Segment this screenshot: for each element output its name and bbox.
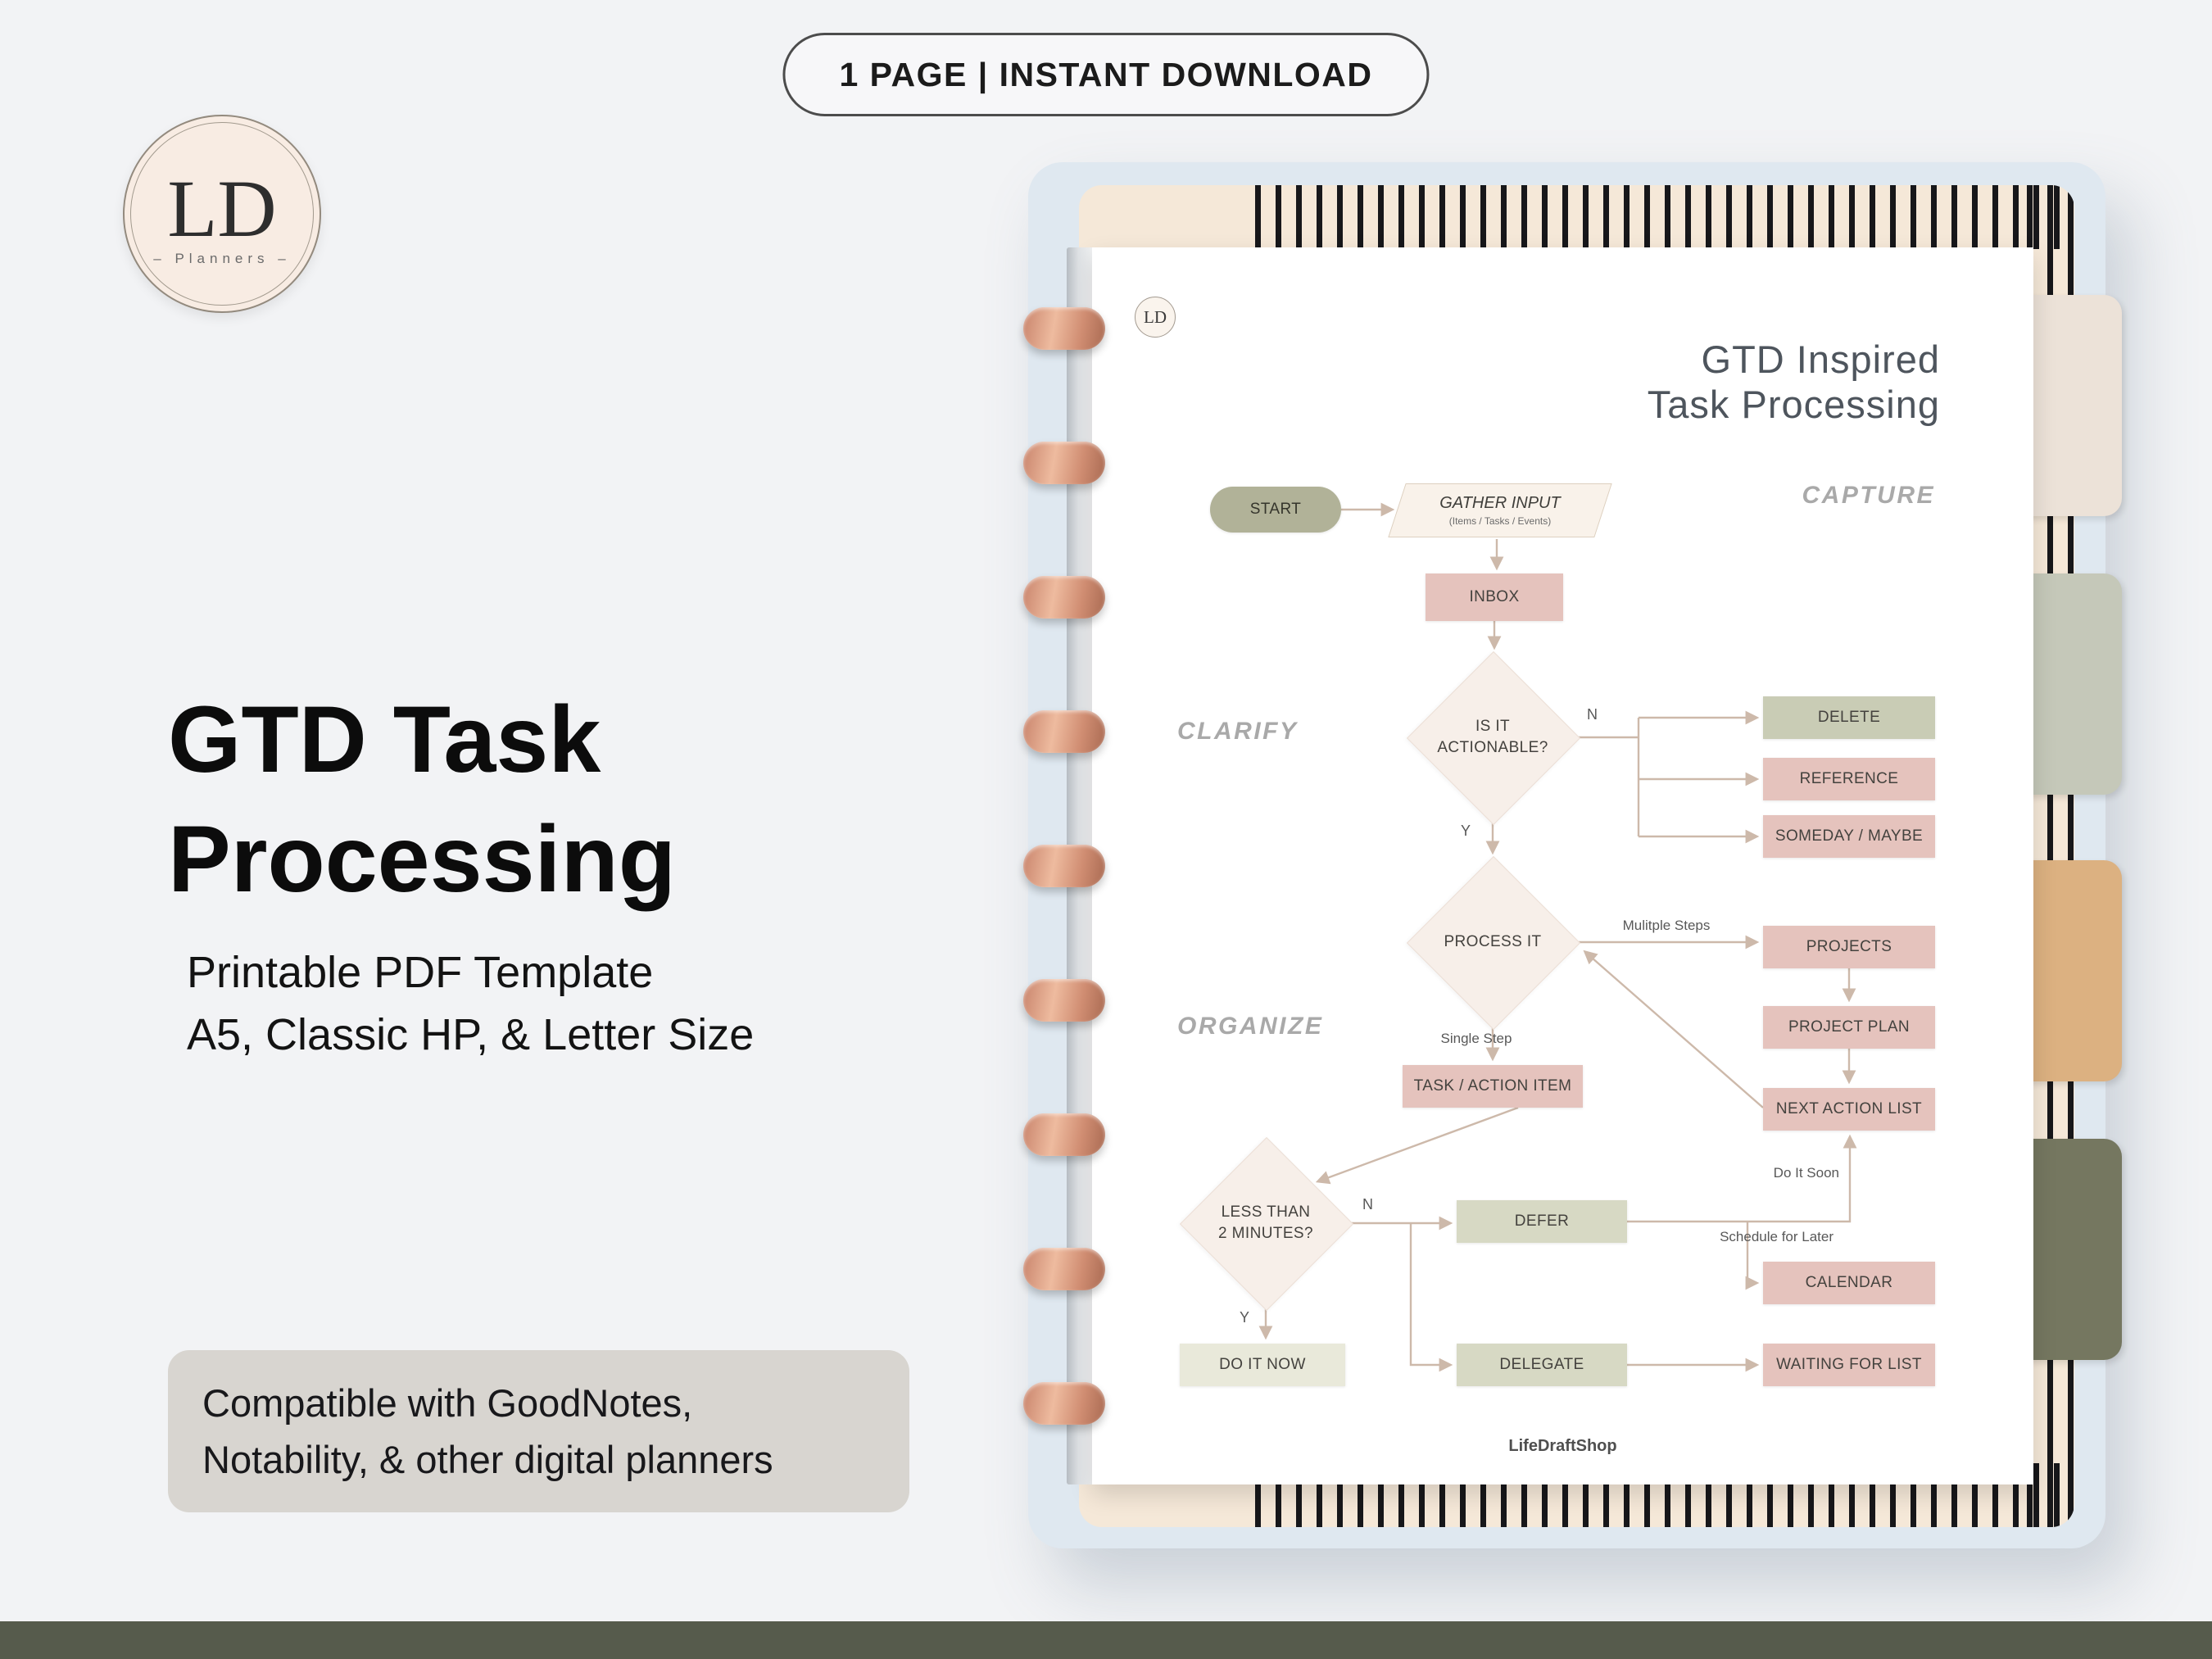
- node-is-it-actionable: IS IT ACTIONABLE?: [1406, 650, 1581, 826]
- binder-disc: [1023, 442, 1105, 484]
- binder-disc: [1023, 845, 1105, 887]
- binder-disc: [1023, 1248, 1105, 1290]
- node-next-action-list: NEXT ACTION LIST: [1763, 1088, 1935, 1131]
- flow-connectors: [1258, 502, 1857, 1372]
- binder-disc: [1023, 307, 1105, 350]
- edge-label-single-step: Single Step: [1440, 1031, 1512, 1046]
- bottom-accent-bar: [0, 1621, 2212, 1659]
- binder-disc: [1023, 710, 1105, 753]
- brand-wordmark: Planners: [153, 251, 290, 267]
- node-do-it-now: DO IT NOW: [1180, 1344, 1345, 1386]
- node-defer: DEFER: [1457, 1200, 1627, 1243]
- page-title-line2: Task Processing: [1647, 382, 1940, 426]
- node-reference: REFERENCE: [1763, 758, 1935, 800]
- node-gather-input: GATHER INPUT (Items / Tasks / Events): [1388, 483, 1612, 537]
- download-badge-label: 1 PAGE | INSTANT DOWNLOAD: [839, 56, 1373, 93]
- node-delete: DELETE: [1763, 696, 1935, 739]
- node-task-action-item: TASK / ACTION ITEM: [1403, 1065, 1583, 1108]
- shop-name: LifeDraftShop: [1508, 1437, 1617, 1455]
- edge-label-actionable-yes: Y: [1461, 823, 1471, 839]
- page-logo: LD: [1135, 297, 1176, 338]
- product-title: GTD Task Processing: [168, 680, 676, 919]
- product-title-line1: GTD Task: [168, 687, 601, 792]
- product-subtitle-line1: Printable PDF Template: [187, 948, 654, 997]
- product-title-line2: Processing: [168, 807, 676, 913]
- gather-input-label: GATHER INPUT: [1439, 494, 1561, 512]
- edge-label-do-it-soon: Do It Soon: [1773, 1165, 1839, 1181]
- node-someday-maybe: SOMEDAY / MAYBE: [1763, 815, 1935, 858]
- compatibility-line1: Compatible with GoodNotes,: [202, 1381, 693, 1425]
- phase-label-organize: ORGANIZE: [1177, 1013, 1324, 1040]
- node-less-than-2-minutes: LESS THAN 2 MINUTES?: [1179, 1136, 1354, 1312]
- edge-label-not-actionable: N: [1587, 706, 1598, 723]
- edge-label-under-two-minutes: Y: [1240, 1309, 1250, 1326]
- planner-mockup: LD GTD Inspired Task Processing CAPTURE …: [1023, 162, 2130, 1548]
- planner-page: LD GTD Inspired Task Processing CAPTURE …: [1092, 247, 2033, 1484]
- node-waiting-for-list: WAITING FOR LIST: [1763, 1344, 1935, 1386]
- edge-label-schedule-for-later: Schedule for Later: [1720, 1229, 1834, 1244]
- phase-label-clarify: CLARIFY: [1177, 718, 1299, 745]
- brand-monogram: LD: [167, 162, 277, 254]
- node-calendar: CALENDAR: [1763, 1262, 1935, 1304]
- binder-disc: [1023, 576, 1105, 619]
- node-inbox: INBOX: [1426, 573, 1563, 621]
- node-start: START: [1210, 487, 1341, 533]
- binder-disc: [1023, 1382, 1105, 1425]
- brand-logo: LD Planners: [123, 115, 321, 313]
- edge-label-multiple-steps: Mulitple Steps: [1622, 918, 1711, 933]
- washi-stripes-top: [1255, 185, 2074, 249]
- gather-input-sublabel: (Items / Tasks / Events): [1448, 515, 1552, 527]
- node-delegate: DELEGATE: [1457, 1344, 1627, 1386]
- page-title-line1: GTD Inspired: [1701, 338, 1940, 381]
- binder-disc: [1023, 979, 1105, 1022]
- two-minutes-line1: LESS THAN: [1221, 1203, 1311, 1222]
- node-project-plan: PROJECT PLAN: [1763, 1006, 1935, 1049]
- compatibility-line2: Notability, & other digital planners: [202, 1438, 773, 1482]
- edge-label-over-two-minutes: N: [1362, 1196, 1373, 1213]
- page-title: GTD Inspired Task Processing: [1648, 338, 1940, 428]
- node-projects: PROJECTS: [1763, 926, 1935, 968]
- process-it-label: PROCESS IT: [1444, 933, 1542, 951]
- actionable-line2: ACTIONABLE?: [1437, 739, 1548, 756]
- phase-label-capture: CAPTURE: [1802, 482, 1935, 509]
- compatibility-note: Compatible with GoodNotes, Notability, &…: [168, 1350, 909, 1513]
- node-process-it: PROCESS IT: [1406, 855, 1581, 1031]
- product-subtitle: Printable PDF Template A5, Classic HP, &…: [187, 942, 754, 1066]
- download-badge: 1 PAGE | INSTANT DOWNLOAD: [782, 33, 1430, 116]
- page-logo-monogram: LD: [1144, 306, 1167, 327]
- two-minutes-line2: 2 MINUTES?: [1218, 1225, 1313, 1242]
- actionable-line1: IS IT: [1475, 718, 1511, 736]
- product-subtitle-line2: A5, Classic HP, & Letter Size: [187, 1009, 755, 1059]
- binder-disc: [1023, 1113, 1105, 1156]
